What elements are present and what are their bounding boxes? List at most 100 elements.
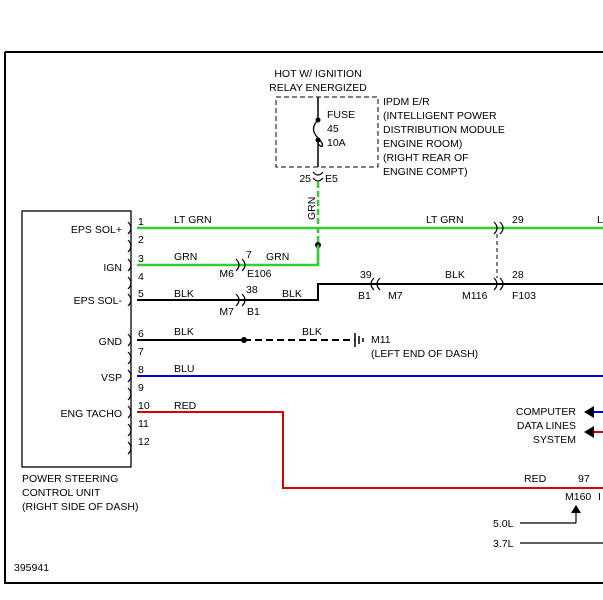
pin-connector-bracket bbox=[127, 369, 132, 383]
pin-connector-bracket bbox=[127, 239, 132, 253]
data-lines-line: COMPUTER bbox=[516, 406, 577, 418]
pin-number: 5 bbox=[138, 288, 144, 300]
pin-connector-bracket bbox=[127, 276, 132, 290]
connector-29-pin: 29 bbox=[512, 214, 524, 226]
red-wire bbox=[137, 411, 603, 489]
pin-number: 2 bbox=[138, 234, 144, 246]
connector-b1-pin: 39 bbox=[360, 269, 372, 281]
connector-m160-cut: I bbox=[598, 491, 601, 503]
engine-37-label: 3.7L bbox=[493, 538, 514, 550]
connector-m7-right: B1 bbox=[247, 306, 260, 318]
pin-number: 12 bbox=[138, 436, 150, 448]
hot-label-line2: RELAY ENERGIZED bbox=[269, 82, 367, 94]
lt-grn-label: LT GRN bbox=[174, 214, 212, 226]
connector-b1-left: B1 bbox=[358, 290, 371, 302]
data-line-arrow-red bbox=[584, 426, 594, 438]
blk-label-pin5: BLK bbox=[174, 288, 194, 300]
ipdm-description: IPDM E/R (INTELLIGENT POWER DISTRIBUTION… bbox=[383, 96, 505, 178]
ipdm-line: IPDM E/R bbox=[383, 96, 430, 108]
page-frame bbox=[4, 51, 603, 584]
pin-connector-bracket bbox=[127, 405, 132, 419]
module-name-line: CONTROL UNIT bbox=[22, 487, 101, 499]
blk-label-upper: BLK bbox=[445, 269, 465, 281]
pin-connector-bracket bbox=[127, 258, 132, 272]
ipdm-box bbox=[275, 96, 379, 168]
blk-label-pin5-after: BLK bbox=[282, 288, 302, 300]
gnd-wire-label-dashed: BLK bbox=[302, 326, 322, 338]
pin-label-vsp: VSP bbox=[101, 372, 122, 384]
pin-label-eps-sol-plus: EPS SOL+ bbox=[71, 224, 122, 236]
pin-number: 7 bbox=[138, 346, 144, 358]
pin-number: 10 bbox=[138, 400, 150, 412]
data-lines-label: COMPUTER DATA LINES SYSTEM bbox=[516, 406, 577, 446]
pin-number: 6 bbox=[138, 328, 144, 340]
pin-connector-bracket bbox=[127, 387, 132, 401]
pin-number: 8 bbox=[138, 364, 144, 376]
connector-b1-right: M7 bbox=[388, 290, 403, 302]
ground-symbol bbox=[354, 333, 364, 347]
fuse-label: FUSE bbox=[327, 109, 355, 121]
module-name-line: (RIGHT SIDE OF DASH) bbox=[22, 501, 138, 513]
red-label: RED bbox=[174, 400, 197, 412]
gnd-splice bbox=[241, 337, 247, 343]
red-label-right: RED bbox=[524, 473, 547, 485]
pin-label-eps-sol-minus: EPS SOL- bbox=[74, 295, 123, 307]
pin-number: 1 bbox=[138, 216, 144, 228]
fuse-rating: 10A bbox=[327, 137, 346, 149]
connector-29-symbol bbox=[493, 221, 504, 235]
blu-label: BLU bbox=[174, 363, 194, 375]
connector-m7-left: M7 bbox=[219, 306, 234, 318]
pin-number: 11 bbox=[138, 418, 149, 430]
connector-28-pin: 28 bbox=[512, 269, 524, 281]
engine-50-label: 5.0L bbox=[493, 518, 514, 530]
pin-connector-bracket bbox=[127, 333, 132, 347]
blk-wire-pin5 bbox=[137, 283, 603, 301]
grn-label-after: GRN bbox=[266, 251, 289, 263]
data-lines-line: DATA LINES bbox=[517, 420, 576, 432]
ipdm-line: ENGINE ROOM) bbox=[383, 138, 462, 150]
connector-97-pin: 97 bbox=[578, 473, 590, 485]
ipdm-line: ENGINE COMPT) bbox=[383, 166, 468, 178]
gnd-wire-label: BLK bbox=[174, 326, 194, 338]
connector-m6-right: E106 bbox=[247, 268, 272, 280]
pin-connector-bracket bbox=[127, 423, 132, 437]
connector-m7-symbol bbox=[235, 293, 246, 307]
pin-label-eng-tacho: ENG TACHO bbox=[61, 408, 122, 420]
data-line-arrow-blu bbox=[584, 406, 594, 418]
pin-number: 4 bbox=[138, 271, 144, 283]
connector-b1-symbol bbox=[370, 277, 381, 291]
pin-number: 9 bbox=[138, 382, 144, 394]
ipdm-line: DISTRIBUTION MODULE bbox=[383, 124, 505, 136]
pin-label-gnd: GND bbox=[99, 336, 123, 348]
grn-riser-label: GRN bbox=[306, 197, 318, 220]
pin-connector-bracket bbox=[127, 441, 132, 455]
grn-wire bbox=[137, 245, 320, 267]
lt-grn-label-right: LT GRN bbox=[426, 214, 464, 226]
connector-f103-right: F103 bbox=[512, 290, 536, 302]
ipdm-connector: E5 bbox=[325, 173, 338, 185]
connector-m6-symbol bbox=[235, 258, 246, 272]
connector-m6-pin: 7 bbox=[246, 249, 252, 261]
connector-m7-pin: 38 bbox=[246, 284, 258, 296]
ground-id: M11 bbox=[371, 334, 391, 346]
ipdm-pin: 25 bbox=[299, 173, 311, 185]
ground-desc: (LEFT END OF DASH) bbox=[371, 348, 478, 360]
pin-connector-bracket bbox=[127, 221, 132, 235]
connector-28-symbol bbox=[493, 277, 504, 291]
pin-label-ign: IGN bbox=[103, 262, 122, 274]
connector-m160: M160 bbox=[565, 491, 591, 503]
pin-number: 3 bbox=[138, 253, 144, 265]
ipdm-connector-symbol bbox=[312, 171, 324, 182]
hot-label-line1: HOT W/ IGNITION bbox=[274, 68, 361, 80]
data-lines-line: SYSTEM bbox=[533, 434, 576, 446]
pin-connector-bracket bbox=[127, 351, 132, 365]
module-name-line: POWER STEERING bbox=[22, 473, 118, 485]
ipdm-line: (RIGHT REAR OF bbox=[383, 152, 469, 164]
ipdm-line: (INTELLIGENT POWER bbox=[383, 110, 497, 122]
connector-m116-left: M116 bbox=[462, 290, 488, 302]
grn-label: GRN bbox=[174, 251, 197, 263]
lt-grn-cut-letter: L bbox=[597, 214, 603, 226]
diagram-id: 395941 bbox=[14, 562, 49, 574]
